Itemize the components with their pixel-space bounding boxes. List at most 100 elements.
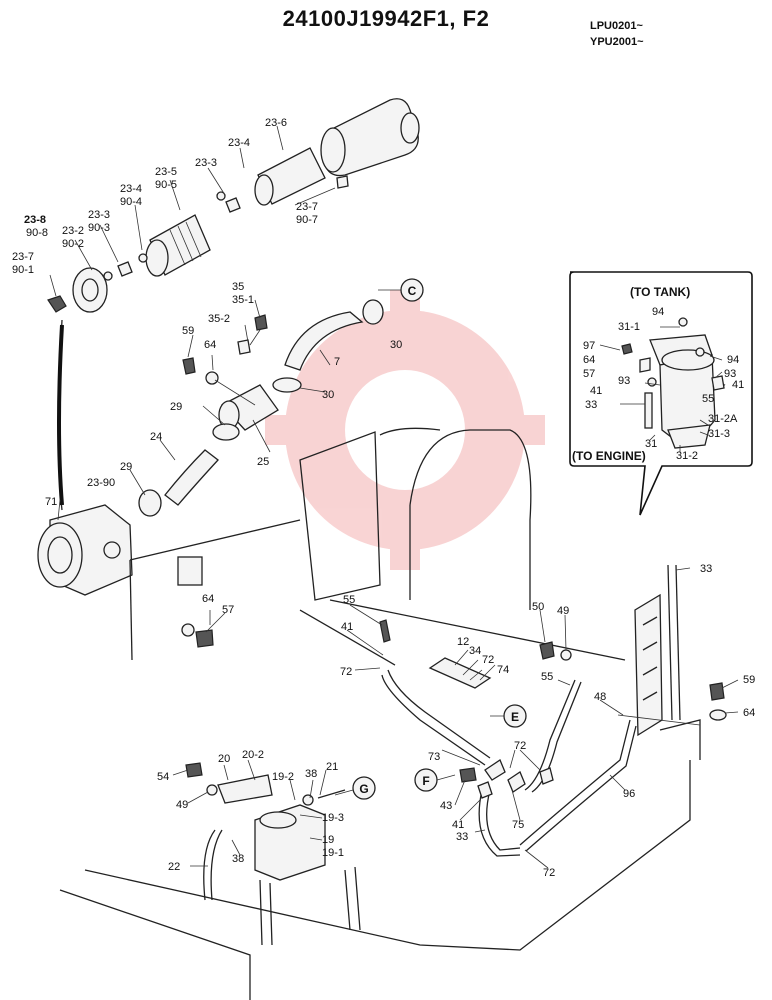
inset-to-tank: (TO TANK) [630,285,690,299]
label-50: 50 [532,601,544,613]
label-64: 64 [204,339,216,351]
inset-label-31-3: 31-3 [708,428,730,440]
svg-text:G: G [359,782,368,796]
label-64c: 64 [743,707,755,719]
label-90-4: 90-4 [120,196,142,208]
reservoir-19 [185,762,361,946]
label-75: 75 [512,819,524,831]
label-24: 24 [150,431,162,443]
label-49a: 49 [557,605,569,617]
clamp-30-upper [362,299,384,325]
clamp-30-lower [272,377,302,393]
frame-outline [59,427,701,1000]
label-23-4: 23-4 [228,137,250,149]
label-23-8: 23-8 [24,214,46,226]
inset-fuel-filter: (TO TANK) (TO ENGINE) [569,271,753,516]
label-90-5: 90-5 [155,179,177,191]
label-34: 34 [469,645,481,657]
svg-text:F: F [422,774,429,788]
label-23-90: 23-90 [87,477,115,489]
label-90-3: 90-3 [88,222,110,234]
label-64b: 64 [202,593,214,605]
label-90-1: 90-1 [12,264,34,276]
label-54: 54 [157,771,169,783]
clamp-29-lower [138,489,162,517]
inset-label-31-2: 31-2 [676,450,698,462]
callout-c: C [400,278,424,302]
label-30a: 30 [390,339,402,351]
air-filter-element-23-5 [145,214,211,277]
label-72d: 72 [543,867,555,879]
label-41a: 41 [341,621,353,633]
wing-nut-23-1 [47,295,67,313]
serial-range-1: LPU0201~ [590,20,643,32]
inset-label-31: 31 [645,438,657,450]
label-96: 96 [623,788,635,800]
label-90-7: 90-7 [296,214,318,226]
inset-label-55: 55 [702,393,714,405]
label-48: 48 [594,691,606,703]
label-29b: 29 [120,461,132,473]
label-55a: 55 [343,594,355,606]
svg-text:C: C [408,284,417,298]
intake-hose-24 [164,449,219,506]
label-59: 59 [182,325,194,337]
label-35-2: 35-2 [208,313,230,325]
intake-hose-7 [284,311,364,371]
page-title: 24100J19942F1, F2 [282,6,490,31]
label-23-5: 23-5 [155,166,177,178]
label-33a: 33 [700,563,712,575]
label-22: 22 [168,861,180,873]
label-72c: 72 [514,740,526,752]
label-23-4b: 23-4 [120,183,142,195]
clamp-29-upper [212,423,240,441]
air-filter-element-23-6 [254,147,326,206]
callout-g: G [352,776,376,800]
label-57: 57 [222,604,234,616]
fuel-hose-33-upper [667,564,673,721]
inset-label-64: 64 [583,354,595,366]
air-cleaner-housing [320,98,420,177]
label-90-2: 90-2 [62,238,84,250]
serial-range-2: YPU2001~ [590,36,644,48]
label-38a: 38 [305,768,317,780]
label-19-1: 19-1 [322,847,344,859]
compressor-71 [37,504,133,596]
inset-label-57: 57 [583,368,595,380]
fuel-hose-96 [519,719,631,846]
label-23-3b: 23-3 [88,209,110,221]
label-41b: 41 [452,819,464,831]
label-35-1: 35-1 [232,294,254,306]
label-20: 20 [218,753,230,765]
fuel-hose-33-lower [486,789,521,851]
fuel-hose-73 [381,674,486,766]
callout-f: F [414,768,438,792]
label-20-2: 20-2 [242,749,264,761]
inset-label-41b: 41 [732,379,744,391]
label-35: 35 [232,281,244,293]
label-72b: 72 [482,654,494,666]
label-29a: 29 [170,401,182,413]
label-38b: 38 [232,853,244,865]
callout-e: E [503,704,527,728]
label-23-6: 23-6 [265,117,287,129]
inset-label-31-2a: 31-2A [708,413,738,425]
label-73: 73 [428,751,440,763]
label-74: 74 [497,664,509,676]
inset-label-93a: 93 [618,375,630,387]
label-90-8: 90-8 [26,227,48,239]
label-49b: 49 [176,799,188,811]
label-43: 43 [440,800,452,812]
label-72a: 72 [340,666,352,678]
label-71: 71 [45,496,57,508]
inset-label-94b: 94 [727,354,739,366]
inset-to-engine: (TO ENGINE) [572,449,646,463]
label-23-2: 23-2 [62,225,84,237]
label-33b: 33 [456,831,468,843]
label-19: 19 [322,834,334,846]
inset-label-97: 97 [583,340,595,352]
fuel-hose-55 [524,679,576,791]
label-7: 7 [334,356,340,368]
inset-label-41a: 41 [590,385,602,397]
